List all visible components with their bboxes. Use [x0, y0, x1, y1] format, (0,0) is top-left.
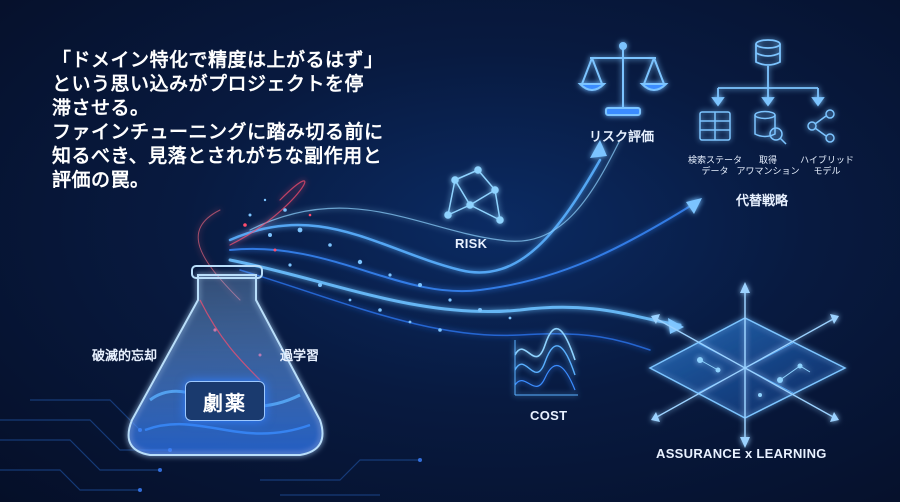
hybrid-nodes-icon: [807, 109, 835, 143]
assurance-label: ASSURANCE x LEARNING: [656, 446, 827, 461]
scale-icon: [577, 42, 669, 116]
headline-line: ファインチューニングに踏み切る前に: [52, 121, 384, 143]
alt-item: 検索ステータ データ: [684, 155, 746, 177]
headline-line: 滞させる。: [52, 97, 150, 119]
flask-label: 劇薬: [185, 381, 265, 421]
headline-line: 知るべき、見落とされがちな副作用と: [52, 145, 383, 167]
grid-plane-icon: [648, 282, 847, 448]
alt-item: ハイブリッド モデル: [795, 155, 859, 177]
alt-item-line: ハイブリッド: [800, 155, 854, 165]
cost-label: COST: [530, 408, 568, 423]
risk-label: RISK: [455, 236, 488, 251]
alt-item-line: モデル: [813, 166, 841, 176]
table-icon: [699, 111, 731, 141]
network-icon: [444, 166, 504, 224]
wave-chart-icon: [514, 327, 578, 396]
alt-strategy-label: 代替戦略: [736, 193, 789, 208]
headline-line: という思い込みがプロジェクトを停: [52, 73, 365, 95]
alt-item-line: データ: [701, 166, 729, 176]
database-tree-icon: [711, 39, 825, 107]
alt-item-line: 検索ステータ: [687, 155, 742, 165]
energy-streams: [197, 139, 701, 351]
alt-item: 取得 アワマンション: [735, 155, 801, 177]
headline-line: 「ドメイン特化で精度は上がるはず」: [52, 49, 384, 71]
headline-line: 評価の罠。: [52, 169, 150, 191]
flask-left-label: 破滅的忘却: [92, 348, 158, 363]
headline: 「ドメイン特化で精度は上がるはず」 という思い込みがプロジェクトを停 滞させる。…: [52, 48, 412, 192]
flask-right-label: 過学習: [280, 348, 320, 363]
alt-item-line: アワマンション: [736, 166, 800, 176]
particles: [248, 198, 512, 332]
alt-item-line: 取得: [758, 155, 777, 165]
risk-eval-label: リスク評価: [589, 129, 655, 144]
db-search-icon: [754, 110, 787, 145]
